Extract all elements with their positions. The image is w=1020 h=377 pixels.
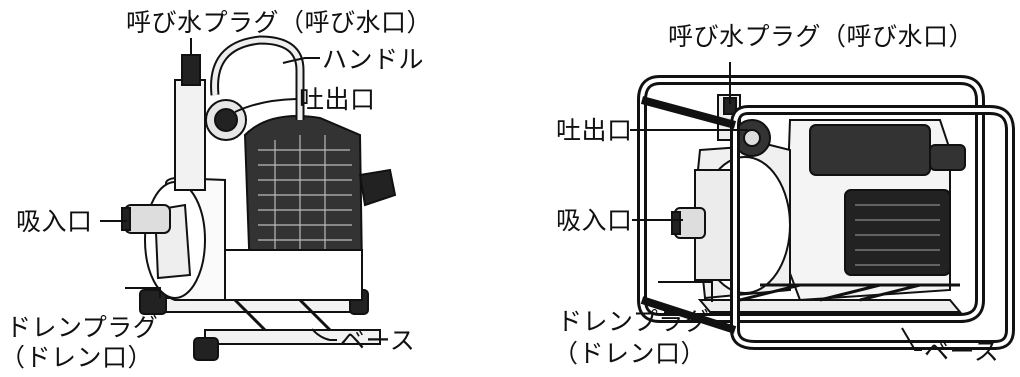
right-leader-lines bbox=[630, 62, 922, 351]
right-label-drain-plug: ドレンプラグ bbox=[557, 307, 710, 336]
right-label-drain-port: （ドレン口） bbox=[553, 339, 707, 368]
left-label-drain-port: （ドレン口） bbox=[0, 343, 154, 372]
right-label-outlet: 吐出口 bbox=[556, 116, 633, 145]
left-label-drain-plug: ドレンプラグ bbox=[6, 313, 159, 342]
right-label-priming-plug: 呼び水プラグ（呼び水口） bbox=[668, 22, 975, 51]
right-label-base: ベース bbox=[924, 337, 1000, 366]
left-label-priming-plug: 呼び水プラグ（呼び水口） bbox=[126, 8, 433, 37]
right-pump-illustration bbox=[637, 75, 1015, 350]
left-pump-illustration bbox=[121, 35, 397, 361]
left-label-outlet: 吐出口 bbox=[299, 85, 376, 114]
left-label-handle: ハンドル bbox=[322, 45, 425, 74]
left-leader-lines bbox=[100, 38, 337, 341]
left-label-inlet: 吸入口 bbox=[16, 207, 93, 236]
left-fuel-tank bbox=[214, 249, 363, 301]
left-label-base: ベース bbox=[340, 326, 416, 355]
right-base-rails bbox=[697, 283, 963, 313]
left-outlet-column bbox=[174, 54, 247, 191]
right-label-inlet: 吸入口 bbox=[556, 206, 633, 235]
left-engine bbox=[243, 115, 397, 277]
left-pump-casing bbox=[121, 176, 226, 301]
right-engine bbox=[783, 119, 966, 302]
